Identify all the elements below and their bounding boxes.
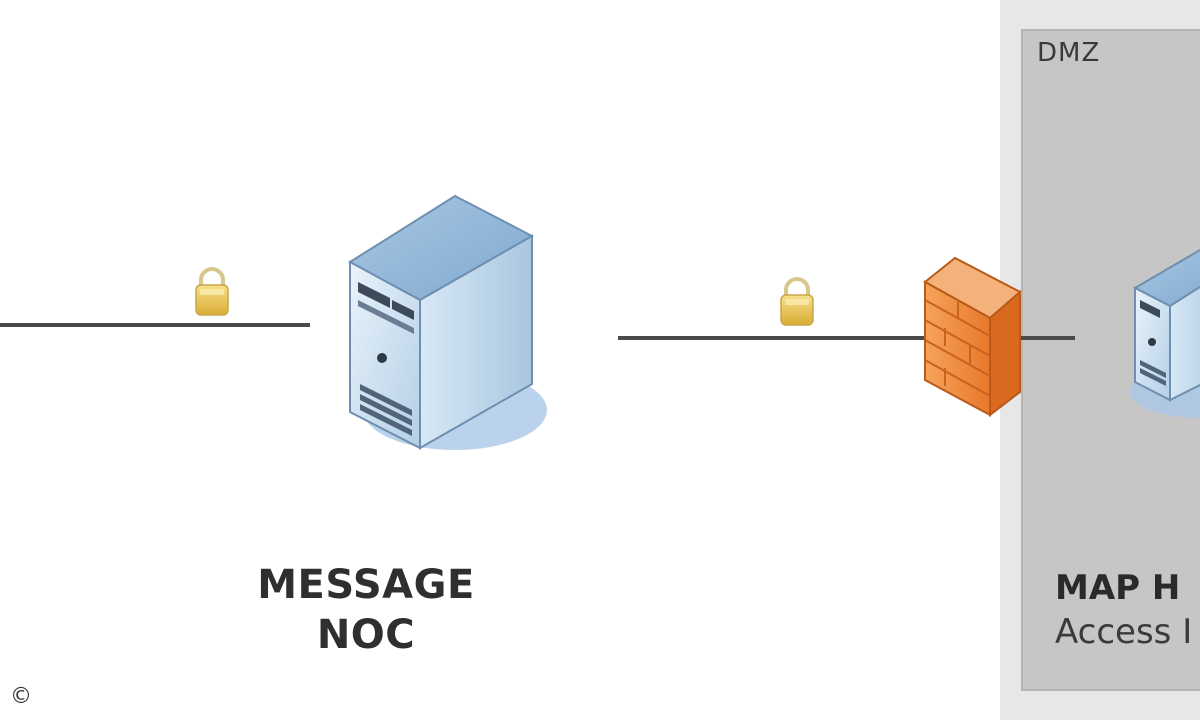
message-noc-label-line2: NOC bbox=[316, 612, 416, 658]
dmz-zone-label: DMZ bbox=[1037, 38, 1101, 68]
copyright-icon: © bbox=[10, 684, 32, 709]
server-icon bbox=[1130, 248, 1200, 418]
firewall-icon bbox=[923, 256, 1022, 418]
message-noc-label-line1: MESSAGE bbox=[257, 562, 475, 608]
network-links bbox=[0, 323, 1075, 340]
map-host-label-line2: Access I bbox=[1055, 612, 1193, 652]
lock-icon bbox=[195, 267, 229, 316]
message-noc-label: MESSAGE NOC bbox=[226, 560, 506, 660]
lock-icon bbox=[780, 277, 814, 326]
map-host-label: MAP H Access I bbox=[1055, 566, 1192, 654]
server-icon bbox=[348, 194, 547, 450]
map-host-label-line1: MAP H bbox=[1055, 568, 1181, 608]
